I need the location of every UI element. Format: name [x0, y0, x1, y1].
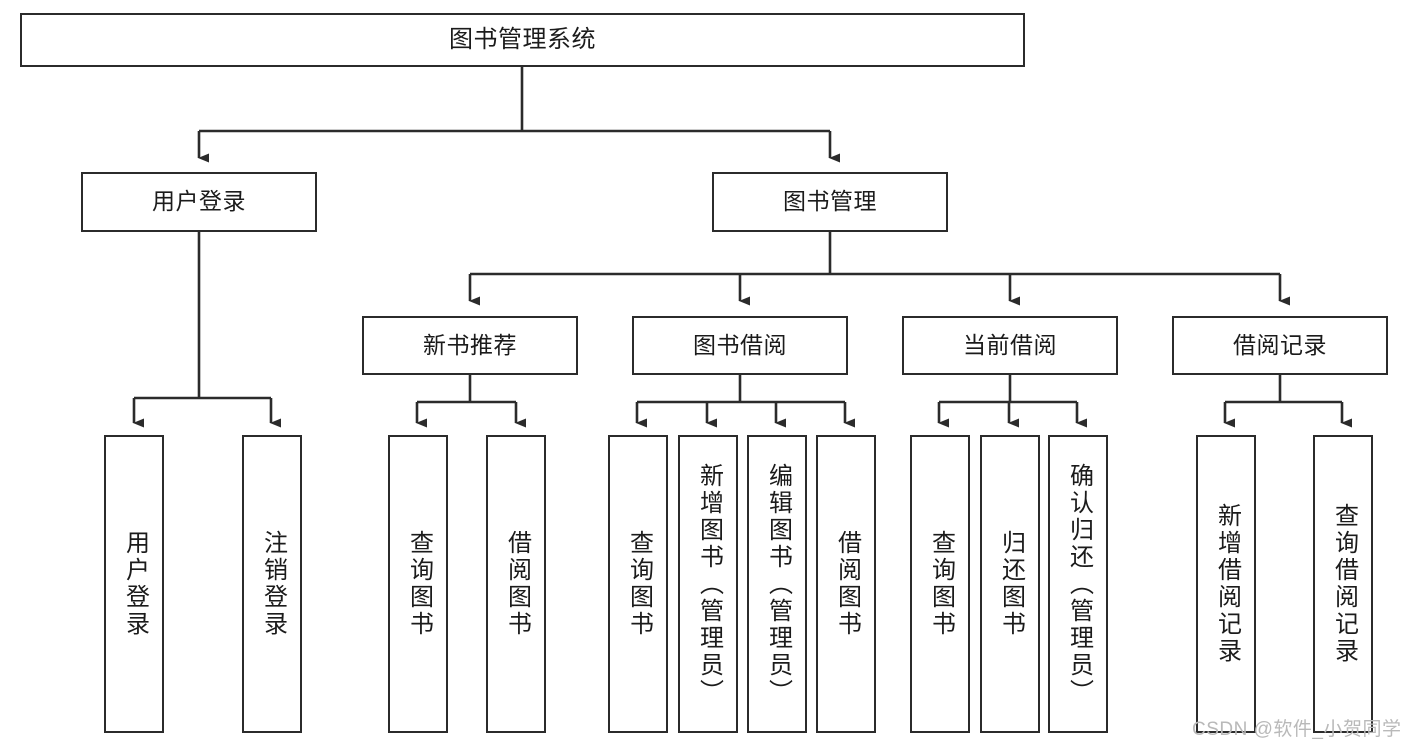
node-label: 图书管理: [783, 188, 877, 215]
node-leaf-query-book-3[interactable]: 查询图书: [910, 435, 970, 733]
node-leaf-confirm-return[interactable]: 确认归还（管理员）: [1048, 435, 1108, 733]
node-leaf-query-book-2[interactable]: 查询图书: [608, 435, 668, 733]
node-user-login[interactable]: 用户登录: [81, 172, 317, 232]
node-label: 当前借阅: [963, 331, 1057, 358]
node-label: 借阅图书: [833, 530, 861, 638]
node-leaf-add-book[interactable]: 新增图书（管理员）: [678, 435, 738, 733]
node-current-borrowing[interactable]: 当前借阅: [902, 316, 1118, 375]
node-label: 新增图书（管理员）: [695, 462, 723, 706]
node-label: 图书借阅: [693, 331, 787, 358]
node-label: 归还图书: [997, 530, 1025, 638]
node-label: 确认归还（管理员）: [1065, 462, 1093, 706]
node-leaf-return-book[interactable]: 归还图书: [980, 435, 1040, 733]
node-new-book-recommendation[interactable]: 新书推荐: [362, 316, 578, 375]
node-leaf-borrow-book-2[interactable]: 借阅图书: [816, 435, 876, 733]
node-label: 查询图书: [625, 530, 653, 638]
node-label: 用户登录: [152, 188, 246, 215]
node-label: 图书管理系统: [449, 25, 596, 53]
node-leaf-query-book-1[interactable]: 查询图书: [388, 435, 448, 733]
node-label: 编辑图书（管理员）: [764, 462, 792, 706]
node-label: 借阅图书: [503, 530, 531, 638]
node-label: 借阅记录: [1233, 331, 1327, 358]
node-leaf-edit-book[interactable]: 编辑图书（管理员）: [747, 435, 807, 733]
node-leaf-query-record[interactable]: 查询借阅记录: [1313, 435, 1373, 733]
node-label: 查询借阅记录: [1330, 503, 1358, 665]
node-leaf-borrow-book-1[interactable]: 借阅图书: [486, 435, 546, 733]
node-leaf-add-record[interactable]: 新增借阅记录: [1196, 435, 1256, 733]
node-root-book-management-system[interactable]: 图书管理系统: [20, 13, 1025, 67]
node-label: 注销登录: [259, 530, 287, 638]
node-label: 用户登录: [121, 530, 149, 638]
node-label: 查询图书: [405, 530, 433, 638]
node-borrowing-record[interactable]: 借阅记录: [1172, 316, 1388, 375]
node-book-borrowing[interactable]: 图书借阅: [632, 316, 848, 375]
node-book-management[interactable]: 图书管理: [712, 172, 948, 232]
node-leaf-logout[interactable]: 注销登录: [242, 435, 302, 733]
node-leaf-user-login[interactable]: 用户登录: [104, 435, 164, 733]
node-label: 查询图书: [927, 530, 955, 638]
node-label: 新书推荐: [423, 331, 517, 358]
node-label: 新增借阅记录: [1213, 503, 1241, 665]
